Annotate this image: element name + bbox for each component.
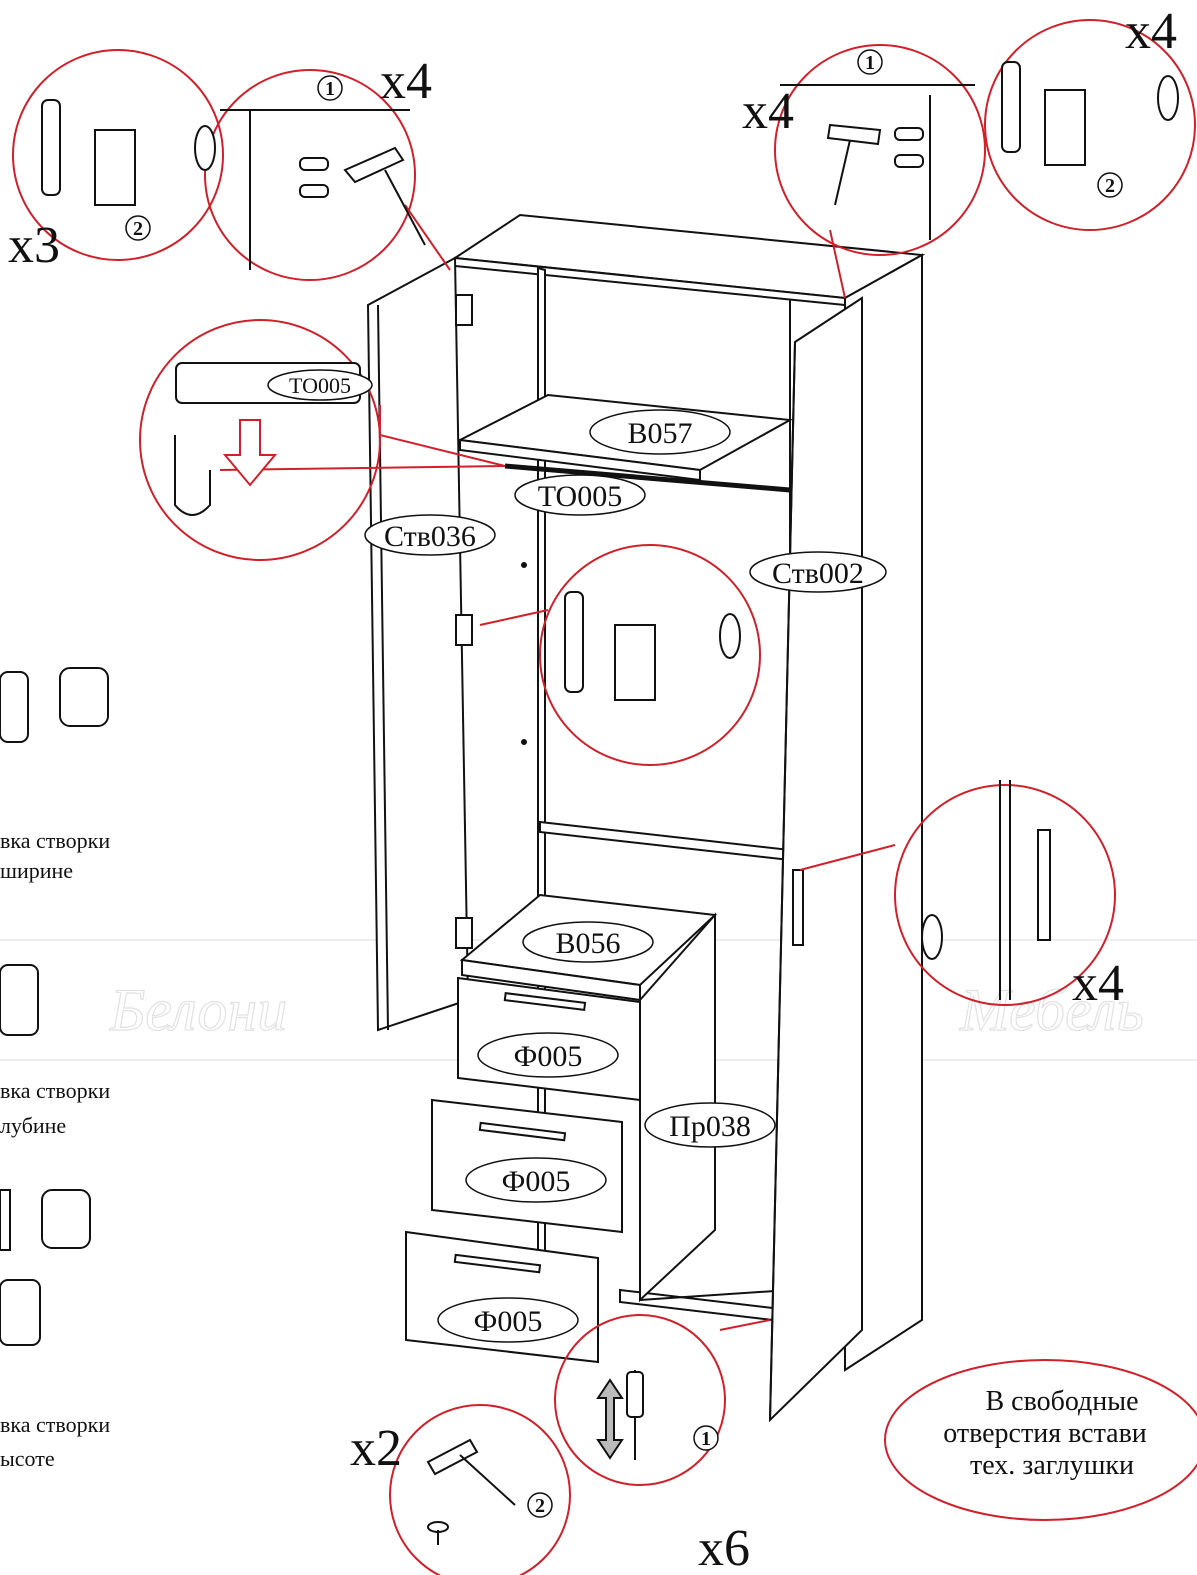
hardware-glyphs bbox=[41, 61, 1179, 1545]
hammer-icon bbox=[343, 146, 426, 246]
callout-feet bbox=[389, 1404, 571, 1575]
label-side-panel: Пр038 bbox=[669, 1110, 751, 1143]
label-drawer-2: Ф005 bbox=[502, 1165, 571, 1198]
watermark-text-3: Мебель bbox=[959, 977, 1144, 1043]
step-c: 1 bbox=[865, 52, 875, 74]
divider-shelf bbox=[539, 820, 791, 862]
mult-top-right-dowel: x4 bbox=[742, 83, 794, 140]
label-shelf: B057 bbox=[627, 417, 692, 450]
callout-handle bbox=[894, 784, 1116, 1006]
callout-top-right-dowel bbox=[774, 44, 986, 256]
label-rail: TO005 bbox=[538, 480, 622, 513]
callout-note bbox=[884, 1359, 1197, 1521]
label-right-door: Ств002 bbox=[772, 557, 864, 590]
note-line2: отверстия встави bbox=[943, 1418, 1147, 1449]
step-f: 2 bbox=[535, 1495, 545, 1517]
note: В свободные отверстия встави тех. заглуш… bbox=[943, 1386, 1147, 1481]
mult-bottom-screws: x6 bbox=[698, 1520, 750, 1575]
step-d: 2 bbox=[1105, 175, 1115, 197]
hammer-icon-right bbox=[826, 123, 882, 206]
label-drawer-top: B056 bbox=[555, 927, 620, 960]
mult-top-left-hinge: x3 bbox=[8, 217, 60, 274]
side-instr-3-line1: вка створки bbox=[0, 1412, 110, 1437]
callouts bbox=[12, 19, 1197, 1575]
callout-top-left-dowel bbox=[204, 69, 416, 281]
step-e: 1 bbox=[701, 1428, 711, 1450]
door-handle bbox=[792, 869, 804, 946]
step-a: 1 bbox=[325, 78, 335, 100]
step-numbers bbox=[125, 49, 1123, 1518]
down-arrow-icon bbox=[222, 419, 278, 487]
right-door bbox=[768, 296, 863, 1423]
callout-middle-hinge bbox=[539, 544, 761, 766]
callout-screws bbox=[554, 1314, 726, 1486]
label-drawer-3: Ф005 bbox=[474, 1305, 543, 1338]
part-labels: TO005 B057 TO005 Ств036 Ств002 B056 Ф005… bbox=[267, 369, 887, 1343]
note-line1: В свободные bbox=[985, 1386, 1138, 1417]
rail bbox=[504, 463, 791, 493]
watermark-text-1: Белони bbox=[109, 977, 287, 1043]
mult-top-right-hinge: x4 bbox=[1125, 3, 1177, 60]
callout-top-left-hinge bbox=[12, 49, 224, 261]
side-instr-2-line2: лубине bbox=[0, 1113, 66, 1138]
side-hinge-sketches bbox=[0, 667, 109, 1346]
step-number-text: 1 2 1 2 1 2 bbox=[133, 52, 1115, 1517]
left-door bbox=[366, 256, 527, 1032]
multipliers: x3 x4 x4 x4 x4 x2 x6 bbox=[8, 3, 1177, 1575]
mult-bottom-feet: x2 bbox=[350, 1420, 402, 1477]
step-b: 2 bbox=[133, 218, 143, 240]
label-top-left-part: TO005 bbox=[289, 373, 351, 398]
hammer-icon-bottom bbox=[426, 1438, 516, 1506]
side-instr-2-line1: вка створки bbox=[0, 1078, 110, 1103]
side-instr-1-line2: ширине bbox=[0, 858, 73, 883]
side-instructions: вка створки ширине вка створки лубине вк… bbox=[0, 828, 110, 1471]
callout-top-right-hinge bbox=[984, 19, 1196, 231]
side-instr-3-line2: ысоте bbox=[0, 1446, 55, 1471]
label-left-door: Ств036 bbox=[384, 520, 476, 553]
label-drawer-1: Ф005 bbox=[514, 1040, 583, 1073]
mult-top-left-dowel: x4 bbox=[380, 53, 432, 110]
note-line3: тех. заглушки bbox=[970, 1450, 1134, 1481]
mult-handle: x4 bbox=[1072, 955, 1124, 1012]
side-instr-1-line1: вка створки bbox=[0, 828, 110, 853]
door-hinges bbox=[455, 294, 473, 949]
callout-rail-holder bbox=[139, 319, 381, 561]
